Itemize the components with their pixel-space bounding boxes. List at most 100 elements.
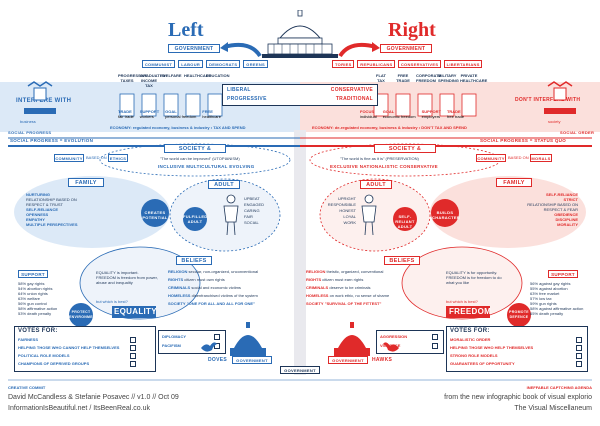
focus-value: healthcare — [202, 113, 221, 119]
checkbox-icon — [432, 343, 438, 349]
support-item: 56% gun control — [18, 301, 47, 306]
footer-left-line2: InformationIsBeautiful.net / ItsBeenReal… — [8, 405, 151, 412]
support-item: 63% free market — [530, 291, 560, 296]
right-society-quote: "The world is fine as it is" (PRESERVATI… — [340, 156, 419, 161]
center-word: CONSERVATIVE — [330, 87, 373, 93]
right-protect-circle — [507, 303, 531, 327]
vote-item: AGGRESSION — [380, 334, 408, 339]
ideology-tag: REPUBLICANS — [357, 60, 395, 68]
belief-key: SOCIETY — [306, 301, 324, 306]
left-dome-icon — [230, 322, 266, 356]
right-dome-icon — [334, 322, 370, 356]
checkbox-icon — [432, 334, 438, 340]
right-arrow-icon — [338, 42, 380, 58]
left-gov-bottom: GOVERNMENT — [232, 356, 272, 364]
right-support-list: 56% against gay rights 55% against abort… — [530, 281, 592, 316]
right-economy-line: ECONOMY: de-regulated economy, business … — [312, 125, 467, 130]
belief-key: HOMELESS — [168, 293, 191, 298]
checkbox-icon — [130, 353, 136, 359]
policy-label: FLAT TAX — [376, 73, 386, 83]
vote-item: PACIFISM — [162, 343, 181, 348]
left-bird-label: DOVES — [208, 357, 228, 363]
hawk-icon — [383, 342, 399, 352]
left-protect-text: PROTECT ENVIRONMENT — [69, 310, 99, 319]
belief-key: RELIGION — [168, 269, 188, 274]
checkbox-icon — [576, 361, 582, 367]
left-support-label: SUPPORT — [18, 270, 48, 278]
adult-item: HONEST — [339, 208, 356, 213]
left-votes-panel-b — [158, 330, 226, 354]
policy-label: CORPORATE FREEDOM — [416, 73, 442, 83]
left-equality-note: EQUALITY is important. FREEDOM is freedo… — [96, 270, 158, 285]
family-item: RELATIONSHIP BASED ON RESPECT & FEAR — [527, 202, 578, 212]
checkbox-icon — [576, 337, 582, 343]
right-interfere-sub: society — [548, 119, 561, 124]
belief-value: "ONE FOR ALL AND ALL FOR ONE" — [186, 301, 255, 306]
vote-item: HELPING THOSE WHO CANNOT HELP THEMSELVES — [18, 345, 120, 350]
center-word: PROGRESSIVE — [227, 96, 267, 102]
left-interfere-sub: business — [20, 119, 36, 124]
support-item: 56% against gay rights — [530, 281, 571, 286]
center-word: LIBERAL — [227, 87, 251, 93]
ideology-tag: GREENS — [243, 60, 268, 68]
adult-item: FAIR — [244, 214, 253, 219]
belief-key: HOMELESS — [306, 293, 329, 298]
family-item: NURTURING — [26, 192, 50, 197]
right-bird-label: HAWKS — [372, 357, 393, 363]
footer-left-kicker: CREATIVE COMMIT — [8, 385, 46, 390]
belief-key: CRIMINALS — [168, 285, 191, 290]
vote-item: DIPLOMACY — [162, 334, 186, 339]
left-equality-sub: but which is best? — [96, 299, 128, 304]
belief-value: citizen must own rights — [184, 277, 225, 282]
left-family-label: FAMILY — [68, 178, 104, 187]
checkbox-icon — [214, 334, 220, 340]
left-person-icon — [223, 194, 239, 236]
support-item: 58% against affirmative action — [530, 306, 584, 311]
belief-value: disenfranchised victims of the system — [191, 293, 258, 298]
left-government-label: GOVERNMENT — [168, 44, 220, 53]
right-adult-label: ADULT — [360, 180, 392, 189]
focus-value: workers — [139, 113, 154, 119]
left-progress-label: SOCIAL PROGRESS = EVOLUTION — [10, 138, 94, 143]
belief-key: SOCIETY — [168, 301, 186, 306]
left-beliefs-label: BELIEFS — [176, 256, 212, 265]
policy-label: GRADUATED INCOME TAX — [140, 73, 166, 88]
belief-row: CRIMINALS social and economic victims — [168, 284, 292, 292]
focus-key: SUPPORT — [421, 109, 441, 114]
checkbox-icon — [576, 353, 582, 359]
focus-key: TRADE — [446, 109, 461, 114]
support-item: 55% against abortion — [530, 286, 568, 291]
left-equality-text: EQUALITY — [114, 307, 157, 316]
right-ideology-row: TORIES REPUBLICANS CONSERVATIVES LIBERTA… — [332, 60, 483, 68]
vote-item: GUARANTEES OF OPPORTUNITY — [450, 361, 515, 366]
left-adult-center: FULFILLED ADULT — [183, 214, 208, 224]
ideology-tag: COMMUNIST — [141, 60, 176, 68]
left-beliefs-rows: RELIGION secular, non-organized, unconve… — [168, 268, 292, 308]
right-freedom-badge — [446, 306, 490, 318]
adult-item: RESPONSIBLE — [327, 202, 356, 207]
right-votes-panel — [446, 326, 588, 372]
support-item: 59% gun rights — [530, 301, 557, 306]
left-society-label: SOCIETY & CULTURE — [164, 144, 226, 153]
policy-label: MILITARY SPENDING — [438, 73, 459, 83]
center-gov-bottom: GOVERNMENT — [280, 366, 320, 374]
adult-item: WORK — [343, 220, 356, 225]
adult-item: LOYAL — [343, 214, 356, 219]
left-adult-label: ADULT — [208, 180, 240, 189]
policy-label: HEALTHCARE — [184, 73, 212, 78]
policy-label: PRIVATE HEALTHCARE — [460, 73, 488, 83]
belief-value: theistic, organized, conventional — [326, 269, 384, 274]
right-adult-items: UPRIGHT RESPONSIBLE HONEST LOYAL WORK — [326, 196, 356, 226]
focus-key: GOAL — [382, 109, 395, 114]
adult-item: ENGAGED — [244, 202, 265, 207]
focus-value: fair trade — [118, 113, 134, 119]
policy-label: FREE TRADE — [396, 73, 410, 83]
adult-item: UPRIGHT — [338, 196, 356, 201]
belief-row: RELIGION secular, non-organized, unconve… — [168, 268, 292, 276]
belief-row: HOMELESS on work ethic, no sense of sham… — [306, 292, 430, 300]
left-arrow-icon — [220, 42, 262, 58]
